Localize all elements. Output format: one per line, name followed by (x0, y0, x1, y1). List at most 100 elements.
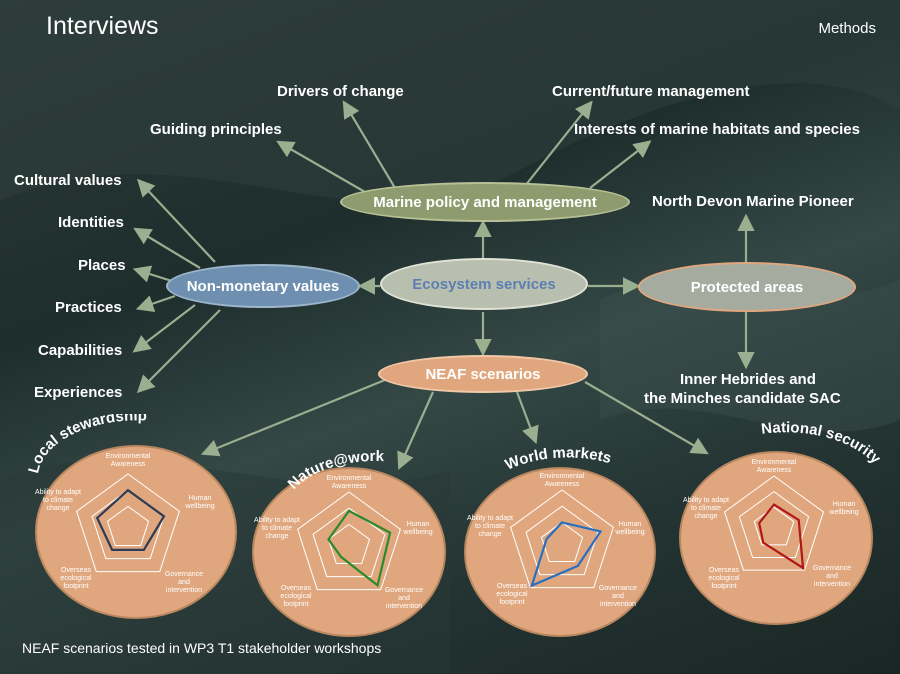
axis-gov-1: Governance (813, 565, 851, 572)
label-north-devon: North Devon Marine Pioneer (652, 193, 854, 210)
label-principles: Guiding principles (150, 121, 282, 138)
axis-gov-2: and (826, 573, 838, 580)
axis-ovr-2: ecological (496, 591, 528, 598)
arrow-experiences (136, 309, 221, 394)
axis-hum-1: Human (407, 521, 430, 528)
radar-nature-work: Nature@work Environmental Awareness Huma… (252, 448, 446, 637)
label-capabilities: Capabilities (38, 342, 123, 359)
axis-ada-2: to climate (262, 525, 292, 532)
axis-ovr-2: ecological (708, 575, 740, 582)
radar-grid-ring (510, 489, 614, 589)
axis-ovr-3: footprint (711, 583, 736, 590)
axis-gov-2: and (398, 595, 410, 602)
oval-protected-areas: Protected areas (638, 262, 856, 312)
arrow-local (200, 378, 386, 457)
radar-series-world (530, 521, 603, 588)
axis-env-1: Environmental (327, 475, 372, 482)
arrow-nature (397, 391, 435, 471)
radar-grid-ring (106, 505, 150, 546)
axis-ada-1: Ability to adapt (254, 517, 300, 524)
axis-hum-1: Human (833, 501, 856, 508)
label-drivers: Drivers of change (277, 83, 404, 100)
label-identities: Identities (58, 214, 124, 231)
label-experiences: Experiences (34, 384, 123, 401)
axis-ada-2: to climate (43, 497, 73, 504)
axis-ovr-3: footprint (63, 583, 88, 590)
axis-gov-3: intervention (386, 603, 422, 610)
axis-ovr-3: footprint (499, 599, 524, 606)
axis-ada-3: change (479, 531, 502, 538)
axis-env-2: Awareness (111, 461, 146, 468)
axis-gov-2: and (612, 593, 624, 600)
arrow-interests (589, 140, 652, 189)
label-hebrides-2: the Minches candidate SAC (644, 390, 841, 407)
axis-ada-3: change (695, 513, 718, 520)
axis-hum-2: wellbeing (402, 529, 432, 536)
arrow-drivers (342, 100, 396, 189)
page-title: Interviews (46, 12, 159, 40)
caption: NEAF scenarios tested in WP3 T1 stakehol… (22, 640, 382, 656)
axis-ada-2: to climate (691, 505, 721, 512)
oval-neaf-scenarios: NEAF scenarios (378, 355, 588, 393)
oval-ecosystem-services: Ecosystem services (380, 258, 588, 310)
axis-env-1: Environmental (540, 473, 585, 480)
axis-ada-1: Ability to adapt (683, 497, 729, 504)
label-cultural: Cultural values (14, 172, 122, 189)
axis-hum-1: Human (189, 495, 212, 502)
axis-ada-3: change (47, 505, 70, 512)
section-label: Methods (818, 20, 876, 37)
axis-ovr-1: Overseas (281, 585, 311, 592)
axis-gov-1: Governance (599, 585, 637, 592)
radar-grid-ring (738, 490, 810, 558)
oval-marine-policy: Marine policy and management (340, 182, 630, 222)
axis-gov-2: and (178, 579, 190, 586)
label-interests: Interests of marine habitats and species (574, 121, 860, 138)
radar-world-markets: World markets Environmental Awareness Hu… (464, 444, 656, 637)
radar-grid-ring (312, 507, 386, 578)
axis-ovr-2: ecological (60, 575, 92, 582)
label-practices: Practices (55, 299, 122, 316)
radar-grid-ring (76, 473, 180, 573)
arrow-capabilities (132, 304, 196, 353)
arrow-identities (133, 227, 201, 269)
axis-ada-3: change (266, 533, 289, 540)
axis-ovr-2: ecological (280, 593, 312, 600)
axis-hum-1: Human (619, 521, 642, 528)
radar-grid-ring (297, 491, 401, 591)
axis-hum-2: wellbeing (184, 503, 214, 510)
arrow-cultural (136, 178, 216, 263)
oval-non-monetary: Non-monetary values (166, 264, 360, 308)
radar-grid-ring (753, 506, 795, 546)
axis-env-2: Awareness (757, 467, 792, 474)
arrow-practices (135, 294, 176, 313)
axis-env-1: Environmental (752, 459, 797, 466)
arrow-national (584, 381, 709, 455)
axis-ovr-1: Overseas (497, 583, 527, 590)
arrow-principles (276, 140, 366, 193)
axis-env-1: Environmental (106, 453, 151, 460)
axis-hum-2: wellbeing (828, 509, 858, 516)
radar-grid-ring (525, 505, 599, 576)
axis-gov-1: Governance (385, 587, 423, 594)
label-management: Current/future management (552, 83, 750, 100)
radar-series-nature (327, 509, 392, 588)
axis-gov-3: intervention (600, 601, 636, 608)
radar-national-security: National security Environmental Awarenes… (679, 420, 884, 625)
label-places: Places (78, 257, 126, 274)
axis-ovr-3: footprint (283, 601, 308, 608)
radar-series-local (95, 488, 166, 551)
axis-hum-2: wellbeing (614, 529, 644, 536)
radar-series-national (757, 503, 805, 571)
axis-ada-1: Ability to adapt (35, 489, 81, 496)
radar-grid-ring (723, 475, 825, 571)
axis-ada-1: Ability to adapt (467, 515, 513, 522)
axis-gov-1: Governance (165, 571, 203, 578)
arrow-world (515, 391, 539, 445)
radar-grid-ring (540, 521, 584, 562)
arrow-management (524, 100, 593, 187)
axis-ovr-1: Overseas (709, 567, 739, 574)
axis-gov-3: intervention (814, 581, 850, 588)
axis-env-2: Awareness (545, 481, 580, 488)
radar-local-stewardship: Local stewardship Environmental Awarenes… (28, 414, 237, 619)
